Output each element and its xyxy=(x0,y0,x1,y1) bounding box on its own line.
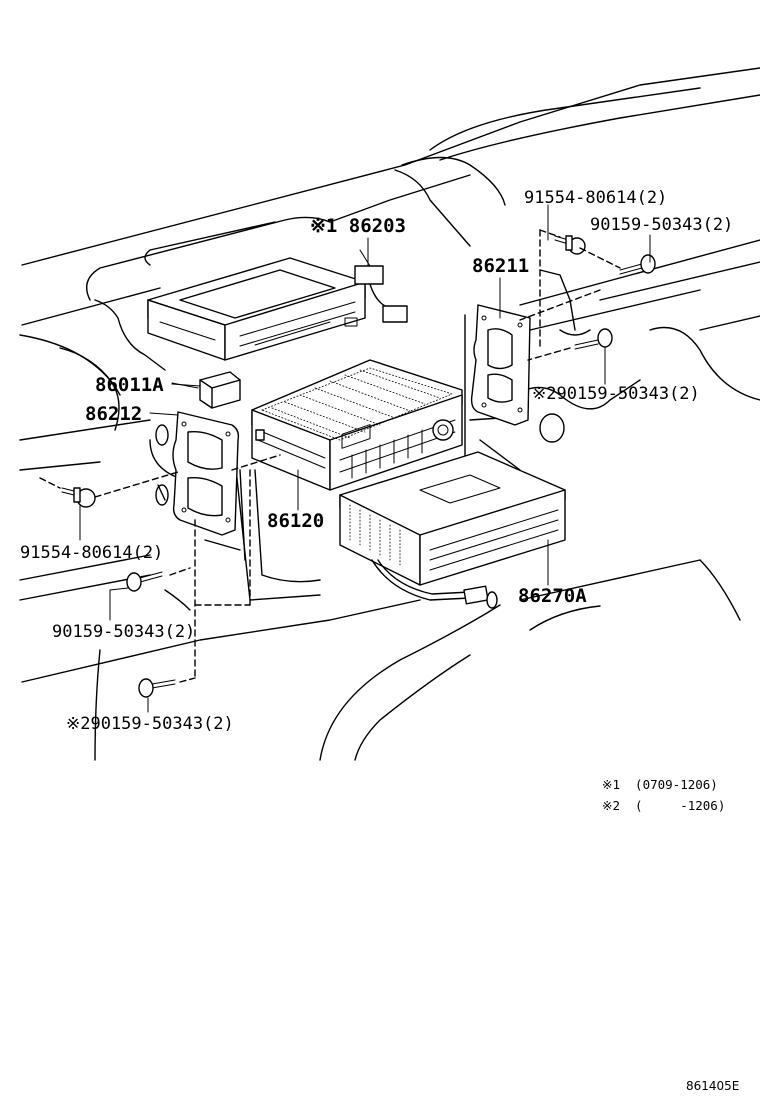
bracket-86212 xyxy=(155,411,240,536)
label-90159-top: 90159-50343(2) xyxy=(590,215,733,235)
label-86203: ※1 86203 xyxy=(310,215,406,237)
label-90159-bottom: ※290159-50343(2) xyxy=(66,714,234,734)
exploded-drawing xyxy=(19,67,760,761)
note-1: ※1 (0709-1206) xyxy=(602,777,718,792)
label-86011A: 86011A xyxy=(95,374,164,396)
note-2: ※2 ( -1206) xyxy=(602,798,725,813)
label-86120: 86120 xyxy=(267,510,324,532)
assembly-lines xyxy=(39,229,621,683)
illustration-code: 861405E xyxy=(686,1079,739,1093)
label-90159-left: 90159-50343(2) xyxy=(52,622,195,642)
leader-lines xyxy=(79,204,651,713)
label-91554-top: 91554-80614(2) xyxy=(524,188,667,208)
screw-90159-left xyxy=(126,571,163,592)
screw-90159-bottom xyxy=(138,678,176,698)
disc-player-86270A xyxy=(339,451,566,609)
bolt-91554-top xyxy=(554,235,586,255)
screw-90159-top xyxy=(619,254,656,275)
screw-90159-right xyxy=(574,328,613,350)
navigation-unit-86203 xyxy=(147,249,408,361)
connector-86011A xyxy=(171,371,241,409)
radio-receiver-86120 xyxy=(251,359,463,491)
label-86270A: 86270A xyxy=(518,585,587,607)
bracket-86211 xyxy=(470,304,531,426)
label-86212: 86212 xyxy=(85,403,142,425)
label-90159-right: ※290159-50343(2) xyxy=(532,384,700,404)
part-labels: ※1 86203 86211 91554-80614(2) 90159-5034… xyxy=(20,188,733,734)
applicability-notes: ※1 (0709-1206) ※2 ( -1206) xyxy=(602,777,725,813)
label-91554-left: 91554-80614(2) xyxy=(20,543,163,563)
bolt-91554-left xyxy=(61,487,96,508)
label-86211: 86211 xyxy=(472,255,529,277)
